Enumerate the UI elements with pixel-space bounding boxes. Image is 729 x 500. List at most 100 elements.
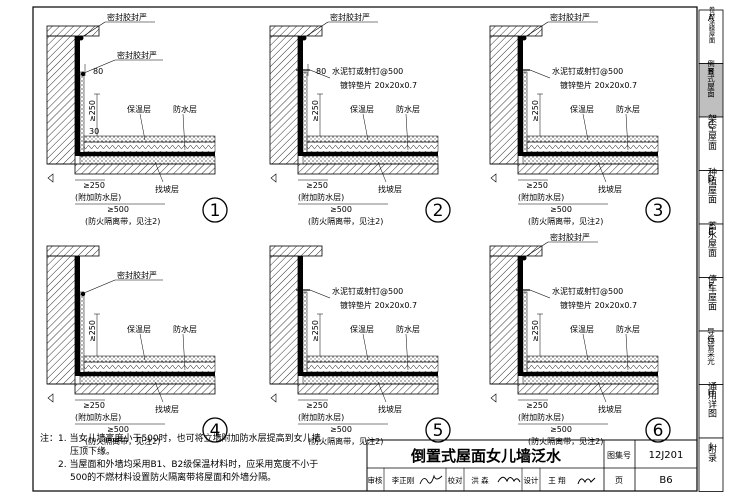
label-waterproof: 防水层 <box>616 324 640 334</box>
notes: 注： 1. 当女儿墙高度小于500时，也可将立墙附加防水层提高到女儿墙 压顶下缘… <box>40 432 321 483</box>
review-label: 审核 <box>368 475 383 485</box>
tab-label: 附录 <box>706 443 717 462</box>
label-insulation: 保温层 <box>350 324 374 334</box>
tab-background <box>698 437 724 492</box>
tab-background <box>698 277 724 332</box>
insulation-layer <box>526 141 659 153</box>
tab-letter: J <box>709 442 713 452</box>
roof-waterproof-layer <box>523 372 658 376</box>
parapet-wall <box>489 255 519 385</box>
wall-waterproof-layer <box>298 256 303 376</box>
wall-protection-layer <box>302 71 308 157</box>
label-waterproof: 防水层 <box>173 104 197 114</box>
slope-layer <box>79 155 216 165</box>
dim-250-horizontal: ≥250 <box>83 181 105 190</box>
detail-number-circle <box>202 197 228 223</box>
protection-layer <box>526 135 659 143</box>
wall-waterproof-layer <box>518 36 523 156</box>
label-slope: 找坡层 <box>155 184 179 194</box>
wall-waterproof-layer <box>75 36 80 156</box>
label-slope: 找坡层 <box>598 404 622 414</box>
note-line-3: 2. 当屋面和外墙均采用B1、B2级保温材料时，应采用宽度不小于 <box>58 458 318 470</box>
dim-250-horizontal: ≥250 <box>306 401 328 410</box>
parapet-coping <box>269 245 323 257</box>
note-line-1: 1. 当女儿墙高度小于500时，也可将立墙附加防水层提高到女儿墙 <box>58 432 321 444</box>
wall-waterproof-layer <box>75 256 80 376</box>
dim-250-vertical: ≥250 <box>531 320 540 342</box>
detail-number: 5 <box>433 421 444 441</box>
label-waterproof: 防水层 <box>396 324 420 334</box>
label-seal-mid: 密封胶封严 <box>117 50 157 60</box>
label-extra-waterproof: (附加防水层) <box>75 412 121 422</box>
label-extra-waterproof: (附加防水层) <box>518 412 564 422</box>
label-nail: 水泥钉或射钉@500 <box>332 286 403 296</box>
atlas-label: 图集号 <box>607 450 631 460</box>
label-nail: 水泥钉或射钉@500 <box>332 66 403 76</box>
label-slope: 找坡层 <box>378 184 402 194</box>
label-insulation: 保温层 <box>570 324 594 334</box>
roof-slab <box>517 383 659 395</box>
label-seal-top: 密封胶封严 <box>330 12 370 22</box>
label-extra-waterproof: (附加防水层) <box>298 192 344 202</box>
label-insulation: 保温层 <box>127 324 151 334</box>
designer-signature <box>577 477 596 485</box>
insulation-layer <box>526 361 659 373</box>
label-insulation: 保温层 <box>127 104 151 114</box>
roof-slab <box>74 383 216 395</box>
dim-250-horizontal: ≥250 <box>526 181 548 190</box>
label-waterproof: 防水层 <box>173 324 197 334</box>
insulation-layer <box>83 361 216 373</box>
detail-number: 2 <box>433 201 444 221</box>
label-waterproof: 防水层 <box>396 104 420 114</box>
wall-protection-layer <box>522 71 528 157</box>
tab-letter: B <box>708 68 714 78</box>
label-slope: 找坡层 <box>378 404 402 414</box>
page-number: B6 <box>659 475 672 486</box>
roof-slab <box>517 163 659 175</box>
label-extra-waterproof: (附加防水层) <box>518 192 564 202</box>
roof-waterproof-layer <box>303 372 438 376</box>
proof-label: 校对 <box>448 475 463 485</box>
roof-waterproof-layer <box>523 152 658 156</box>
protection-layer <box>306 135 439 143</box>
insulation-layer <box>306 361 439 373</box>
tab-label: 卷材涂膜屋面 <box>708 5 715 45</box>
label-firebreak: (防火隔离带，见注2) <box>528 436 603 446</box>
detail-number-circle <box>425 197 451 223</box>
dim-250-vertical: ≥250 <box>88 100 97 122</box>
parapet-wall <box>46 35 76 165</box>
label-firebreak: (防火隔离带，见注2) <box>528 216 603 226</box>
label-firebreak: (防火隔离带，见注2) <box>308 216 383 226</box>
dim-250-horizontal: ≥250 <box>306 181 328 190</box>
label-insulation: 保温层 <box>350 104 374 114</box>
tab-j[interactable]: J附录 <box>698 437 724 492</box>
label-seal-top: 密封胶封严 <box>550 232 590 242</box>
tab-letter: A <box>708 14 715 24</box>
dim-500: ≥500 <box>107 205 129 214</box>
atlas-number: 12J201 <box>649 450 684 461</box>
wall-protection-layer <box>79 71 85 157</box>
tab-letter: H <box>708 389 715 399</box>
tab-background <box>698 330 724 385</box>
label-washer: 镀锌垫片 20x20x0.7 <box>560 80 637 90</box>
label-seal-top: 密封胶封严 <box>550 12 590 22</box>
label-extra-waterproof: (附加防水层) <box>298 412 344 422</box>
slope-layer <box>79 375 216 385</box>
tab-background <box>698 63 724 118</box>
label-nail: 水泥钉或射钉@500 <box>552 286 623 296</box>
